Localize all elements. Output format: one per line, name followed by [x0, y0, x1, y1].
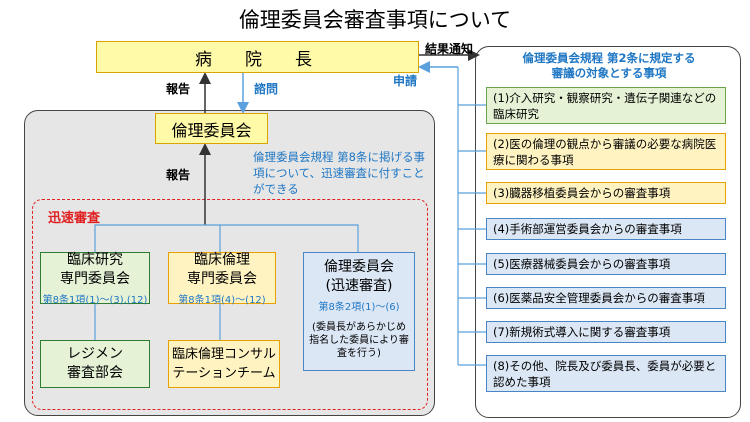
- subcommittee-line2: (迅速審査): [325, 278, 393, 294]
- review-item: (6)医薬品安全管理委員会からの審査事項: [486, 287, 726, 309]
- rapid-review-procedure-note: (委員長があらかじめ指名した委員により審査を行う): [309, 322, 409, 359]
- review-items-heading-line1: 倫理委員会規程 第2条に規定する: [522, 51, 696, 65]
- unit-line1: 臨床倫理コンサル: [171, 347, 276, 362]
- hospital-director-label: 病 院 長: [195, 49, 320, 70]
- subcommittee-line1: 倫理委員会: [324, 259, 394, 275]
- review-items-heading-line2: 審議の対象とする事項: [551, 66, 667, 80]
- result-notice-label: 結果通知: [424, 42, 473, 56]
- subcommittee-line1: 臨床研究: [67, 251, 123, 268]
- subcommittee-article: 第8条2項(1)～(6): [318, 302, 400, 313]
- ethics-committee-label: 倫理委員会: [171, 120, 252, 140]
- report-label-mid: 報告: [166, 168, 191, 182]
- rapid-review-label: 迅速審査: [48, 211, 101, 226]
- subcommittee-line1: 臨床倫理: [194, 251, 250, 268]
- report-label-top: 報告: [166, 82, 191, 96]
- subcommittee-article: 第8条1項(1)～(3),(12): [42, 294, 148, 306]
- review-item: (5)医療器械委員会からの審査事項: [486, 253, 726, 275]
- page-title: 倫理委員会審査事項について: [238, 8, 512, 32]
- ethics-committee-box: 倫理委員会: [155, 113, 268, 144]
- review-item: (2)医の倫理の観点から審議の必要な病院医療に関わる事項: [486, 133, 726, 170]
- unit-line1: レジメン: [67, 346, 123, 362]
- review-item: (7)新規術式導入に関する審査事項: [486, 321, 726, 343]
- subcommittee-article: 第8条1項(4)～(12): [178, 294, 266, 306]
- subcommittee-line2: 専門委員会: [187, 270, 257, 287]
- rapid-review-area: [32, 199, 428, 410]
- hospital-director-box: 病 院 長: [96, 41, 419, 73]
- consult-label: 諮問: [254, 82, 279, 96]
- rapid-review-note: 倫理委員会規程 第8条に掲げる事項について、迅速審査に付すことができる: [253, 150, 425, 196]
- application-label: 申請: [393, 74, 418, 88]
- clinical-ethics-consult-team: 臨床倫理コンサル テーションチーム: [168, 340, 280, 388]
- unit-line2: 審査部会: [67, 365, 123, 381]
- rapid-review-committee: 倫理委員会 (迅速審査) 第8条2項(1)～(6) (委員長があらかじめ指名した…: [303, 252, 415, 371]
- review-items-heading: 倫理委員会規程 第2条に規定する 審議の対象とする事項: [484, 51, 734, 81]
- clinical-ethics-subcommittee: 臨床倫理 専門委員会 第8条1項(4)～(12): [168, 251, 276, 306]
- clinical-research-subcommittee: 臨床研究 専門委員会 第8条1項(1)～(3),(12): [40, 251, 150, 306]
- subcommittee-line2: 専門委員会: [60, 270, 130, 287]
- unit-line2: テーションチーム: [172, 366, 276, 381]
- review-item: (3)臓器移植委員会からの審査事項: [486, 182, 726, 204]
- review-item: (4)手術部運営委員会からの審査事項: [486, 218, 726, 240]
- review-item: (1)介入研究・観察研究・遺伝子関連などの臨床研究: [486, 87, 726, 124]
- review-item: (8)その他、院長及び委員長、委員が必要と認めた事項: [486, 355, 726, 392]
- regimen-review-unit: レジメン 審査部会: [40, 340, 150, 388]
